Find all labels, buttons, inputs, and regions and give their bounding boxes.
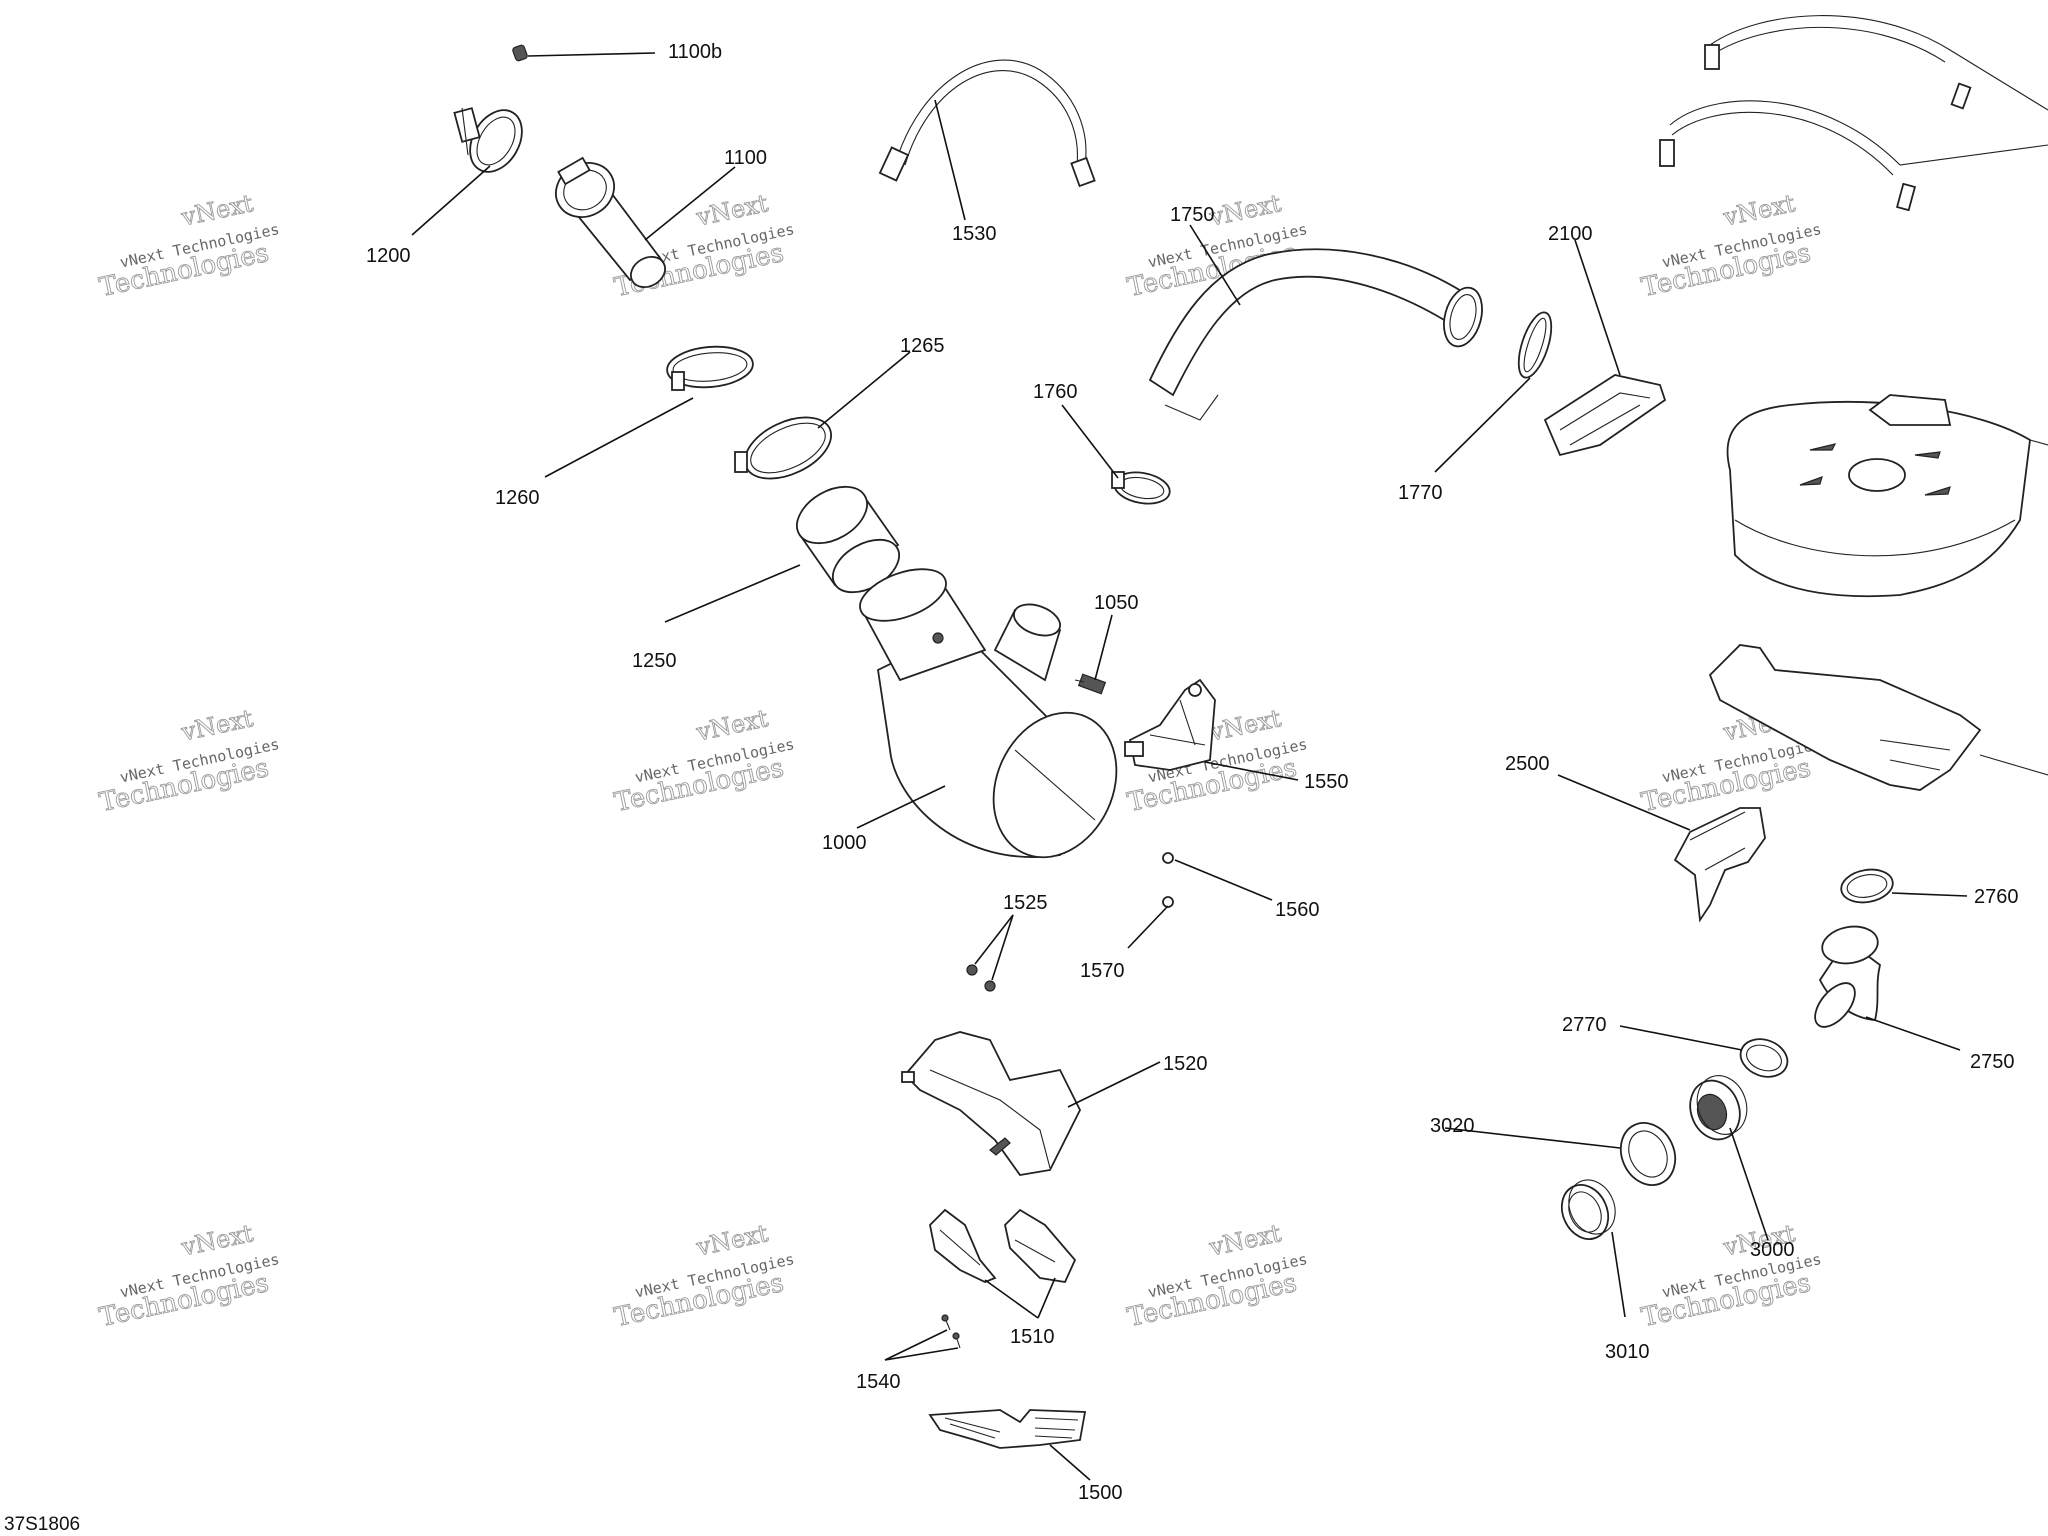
callout-2750[interactable]: 2750	[1970, 1051, 2015, 1073]
callout-1520[interactable]: 1520	[1163, 1053, 1208, 1075]
part-2500-bracket[interactable]	[1673, 807, 1766, 923]
part-1260-clamp[interactable]	[665, 343, 754, 391]
svg-text:vNext: vNext	[693, 189, 771, 232]
part-1550-bracket[interactable]	[1124, 678, 1216, 771]
part-1050-sensor[interactable]	[1074, 673, 1107, 695]
part-1525-screws[interactable]	[966, 964, 996, 992]
callout-1750[interactable]: 1750	[1170, 204, 1215, 226]
callout-1265[interactable]: 1265	[900, 335, 945, 357]
watermark: vNext vNext Technologies Technologies	[611, 704, 796, 819]
svg-text:vNext: vNext	[1720, 189, 1798, 232]
part-1770-gasket[interactable]	[1512, 309, 1558, 382]
part-1760-clamp[interactable]	[1111, 468, 1172, 507]
watermark: vNext vNext Technologies Technologies	[1124, 1219, 1309, 1334]
svg-text:vNext: vNext	[693, 1219, 771, 1262]
part-1100b-nut[interactable]	[512, 44, 528, 62]
part-2770-clamp[interactable]	[1735, 1033, 1792, 1083]
part-2100-bracket[interactable]	[1543, 374, 1667, 457]
callout-3020[interactable]: 3020	[1430, 1115, 1475, 1137]
part-3000-fitting[interactable]	[1682, 1069, 1755, 1147]
svg-text:vNext: vNext	[1206, 1219, 1284, 1262]
svg-text:vNext: vNext	[178, 704, 256, 747]
callout-3000[interactable]: 3000	[1750, 1239, 1795, 1261]
part-2760-clamp[interactable]	[1839, 866, 1896, 907]
callout-1000[interactable]: 1000	[822, 832, 867, 854]
callout-2770[interactable]: 2770	[1562, 1014, 1607, 1036]
callout-1570[interactable]: 1570	[1080, 960, 1125, 982]
diagram-code: 37S1806	[4, 1514, 80, 1535]
svg-text:vNext: vNext	[1206, 189, 1284, 232]
callout-1100[interactable]: 1100	[724, 147, 767, 169]
watermark: vNext vNext Technologies Technologies	[1638, 189, 1823, 304]
watermark: vNext vNext Technologies Technologies	[1638, 1219, 1823, 1334]
callout-3010[interactable]: 3010	[1605, 1341, 1650, 1363]
callout-2500[interactable]: 2500	[1505, 753, 1550, 775]
callout-1100b[interactable]: 1100b	[668, 41, 722, 63]
watermark: vNext vNext Technologies Technologies	[611, 1219, 796, 1334]
part-1100-pipe[interactable]	[546, 152, 671, 293]
part-1250-sleeve[interactable]	[787, 475, 908, 603]
watermark: vNext vNext Technologies Technologies	[96, 189, 281, 304]
callout-1540[interactable]: 1540	[856, 1371, 901, 1393]
leader-lines	[411, 52, 1968, 1481]
part-1750-pipe[interactable]	[1148, 248, 1488, 421]
callout-labels: 1100b 1100 1200 1530 1750 2100 1265 1760…	[366, 41, 2019, 1504]
callout-1200[interactable]: 1200	[366, 245, 411, 267]
part-1570-washer[interactable]	[1162, 896, 1174, 908]
callout-1250[interactable]: 1250	[632, 650, 677, 672]
svg-text:vNext: vNext	[178, 1219, 256, 1262]
callout-2760[interactable]: 2760	[1974, 886, 2019, 908]
part-airbox[interactable]	[1726, 394, 2048, 598]
part-1520-heatshield[interactable]	[901, 1031, 1082, 1176]
callout-1050[interactable]: 1050	[1094, 592, 1139, 614]
part-1530-strap[interactable]	[878, 59, 1096, 188]
part-3020-ring[interactable]	[1611, 1114, 1685, 1194]
callout-1760[interactable]: 1760	[1033, 381, 1078, 403]
callout-1550[interactable]: 1550	[1304, 771, 1349, 793]
callout-1260[interactable]: 1260	[495, 487, 540, 509]
part-1200-clamp[interactable]	[453, 101, 532, 181]
callout-1530[interactable]: 1530	[952, 223, 997, 245]
svg-text:vNext: vNext	[178, 189, 256, 232]
callout-1770[interactable]: 1770	[1398, 482, 1443, 504]
callout-2100[interactable]: 2100	[1548, 223, 1593, 245]
svg-text:vNext: vNext	[693, 704, 771, 747]
watermark: vNext vNext Technologies Technologies	[96, 704, 281, 819]
part-1560-nut[interactable]	[1162, 852, 1174, 864]
callout-1500[interactable]: 1500	[1078, 1482, 1123, 1504]
part-3010-ringnut[interactable]	[1553, 1172, 1624, 1246]
part-skid-plate-right[interactable]	[1708, 644, 2048, 791]
part-1265-clamp[interactable]	[734, 405, 841, 491]
part-1510-brackets[interactable]	[929, 1208, 1077, 1283]
part-1540-screws[interactable]	[941, 1314, 961, 1349]
callout-1525[interactable]: 1525	[1003, 892, 1048, 914]
part-1500-plate[interactable]	[928, 1409, 1087, 1449]
part-top-right-bars[interactable]	[1659, 15, 2048, 212]
callout-1510[interactable]: 1510	[1010, 1326, 1055, 1348]
part-1000-muffler[interactable]	[853, 559, 1139, 878]
watermark: vNext vNext Technologies Technologies	[96, 1219, 281, 1334]
svg-text:vNext: vNext	[1206, 704, 1284, 747]
callout-1560[interactable]: 1560	[1275, 899, 1320, 921]
part-2750-elbow[interactable]	[1808, 922, 1882, 1034]
